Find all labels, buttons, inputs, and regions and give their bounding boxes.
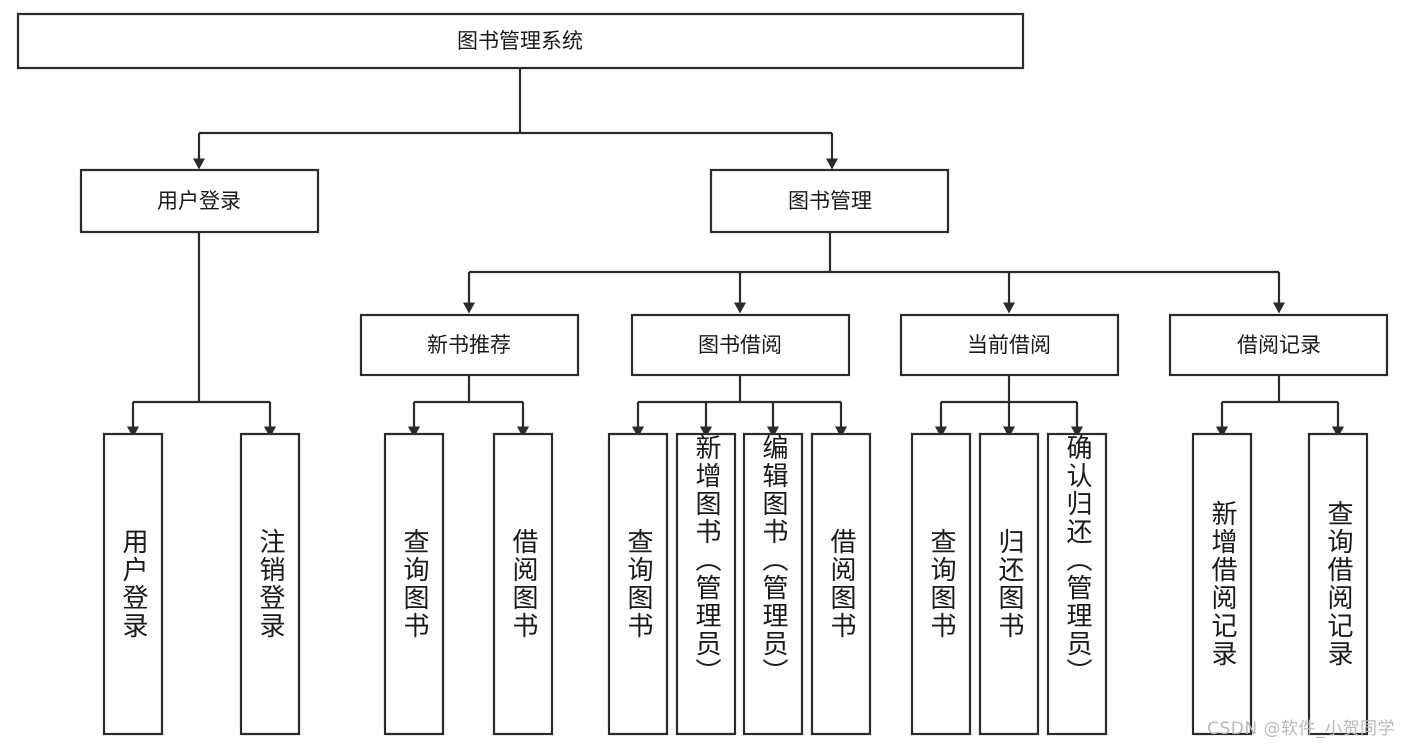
leaf-rect-current-borrow-3[interactable] [1046, 432, 1108, 736]
leaf-rect-user-login-2[interactable] [239, 432, 301, 736]
node-user-login-rect[interactable] [79, 168, 320, 234]
node-new-book-recommend[interactable]: 新书推荐 [359, 313, 580, 377]
edges-new-book-to-leaves [408, 375, 529, 438]
node-borrow-record-rect[interactable] [1168, 313, 1389, 377]
csdn-watermark: CSDN @软件_小贺同学 [1207, 719, 1395, 739]
edges-current-borrow-to-leaves [935, 375, 1083, 438]
node-root[interactable]: 图书管理系统 [16, 12, 1025, 70]
edges-user-login-to-leaves [127, 232, 276, 438]
node-book-management-label: 图书管理 [788, 189, 872, 213]
leaf-rects-book-borrow [607, 432, 872, 736]
node-current-borrow[interactable]: 当前借阅 [899, 313, 1120, 377]
leaf-rects-new-book-recommend [383, 432, 554, 736]
node-borrow-record-label: 借阅记录 [1237, 333, 1321, 357]
leaf-rect-borrow-record-1[interactable] [1191, 432, 1253, 736]
edges-book-management-to-level3 [463, 232, 1285, 314]
node-current-borrow-label: 当前借阅 [967, 333, 1051, 357]
leaf-rects-current-borrow [910, 432, 1108, 736]
leaf-rect-book-borrow-1[interactable] [607, 432, 669, 736]
leaf-rects-user-login [102, 432, 301, 736]
node-root-label: 图书管理系统 [457, 29, 583, 53]
node-user-login[interactable]: 用户登录 [79, 168, 320, 234]
edges-root-to-level2 [193, 68, 838, 170]
node-root-rect[interactable] [16, 12, 1025, 70]
node-new-book-recommend-rect[interactable] [359, 313, 580, 377]
leaf-rect-book-borrow-3[interactable] [742, 432, 804, 736]
node-book-borrow[interactable]: 图书借阅 [630, 313, 851, 377]
leaf-rect-user-login-1[interactable] [102, 432, 164, 736]
node-new-book-recommend-label: 新书推荐 [427, 333, 511, 357]
edges-book-borrow-to-leaves [632, 375, 847, 438]
leaf-rect-current-borrow-2[interactable] [978, 432, 1040, 736]
leaf-rect-new-book-2[interactable] [492, 432, 554, 736]
leaf-rect-borrow-record-2[interactable] [1307, 432, 1369, 736]
leaf-rect-new-book-1[interactable] [383, 432, 445, 736]
leaf-rect-book-borrow-2[interactable] [675, 432, 737, 736]
node-book-borrow-rect[interactable] [630, 313, 851, 377]
node-borrow-record[interactable]: 借阅记录 [1168, 313, 1389, 377]
edges-borrow-record-to-leaves [1216, 375, 1344, 438]
node-current-borrow-rect[interactable] [899, 313, 1120, 377]
leaf-rects-borrow-record [1191, 432, 1369, 736]
node-book-borrow-label: 图书借阅 [698, 333, 782, 357]
node-user-login-label: 用户登录 [157, 189, 241, 213]
node-book-management[interactable]: 图书管理 [709, 168, 950, 234]
node-book-management-rect[interactable] [709, 168, 950, 234]
leaf-rect-book-borrow-4[interactable] [810, 432, 872, 736]
leaf-rect-current-borrow-1[interactable] [910, 432, 972, 736]
